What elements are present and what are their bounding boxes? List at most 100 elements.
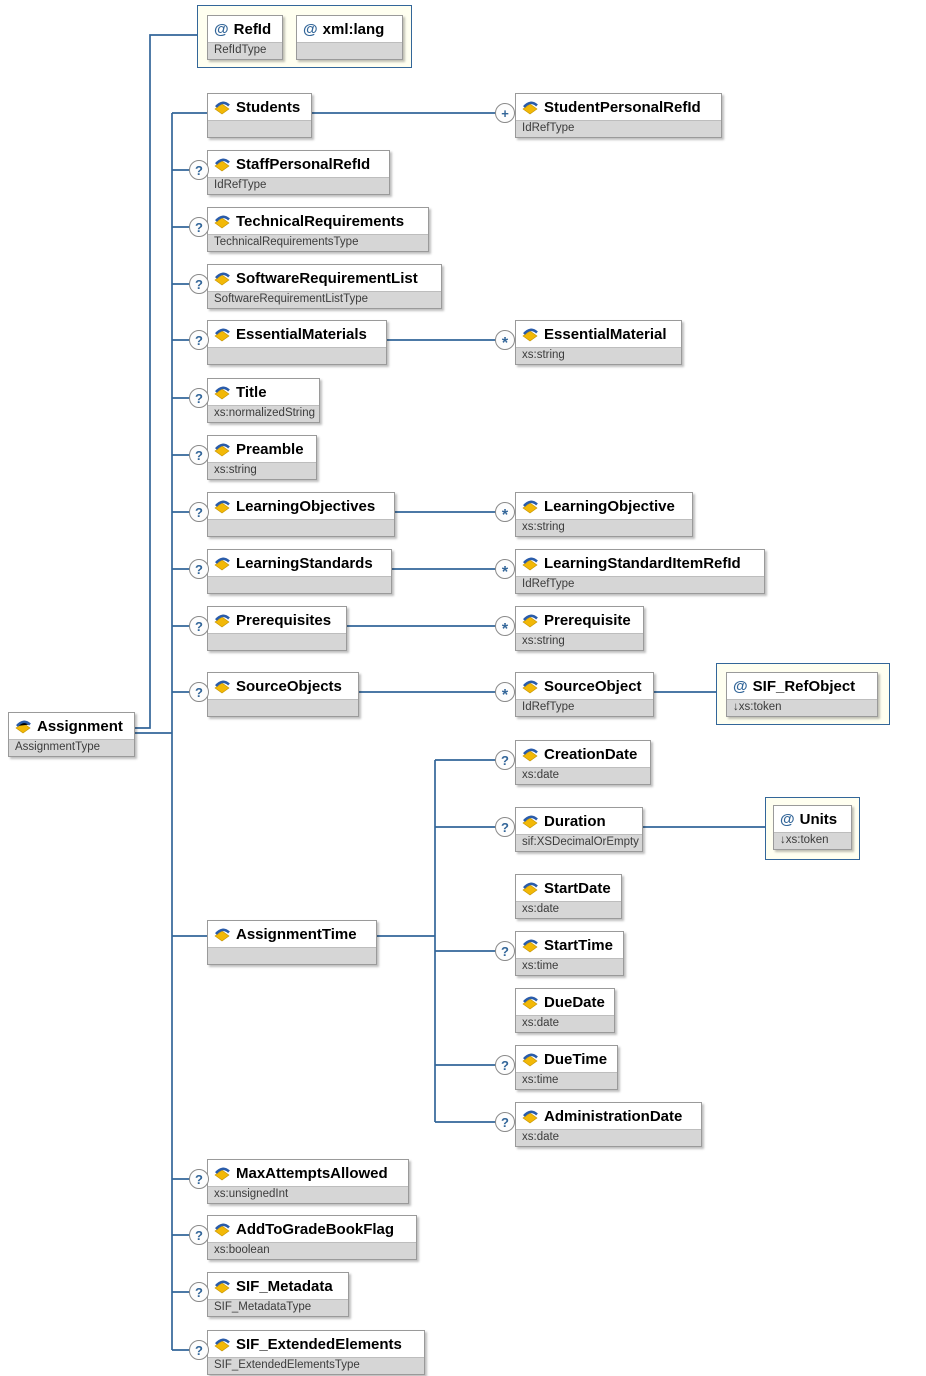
element-type: xs:date (516, 1015, 614, 1032)
element-learningobjective[interactable]: LearningObjective xs:string (515, 492, 693, 537)
element-assignment[interactable]: Assignment AssignmentType (8, 712, 135, 757)
element-learningstandarditemrefid[interactable]: LearningStandardItemRefId IdRefType (515, 549, 765, 594)
optional-badge: ? (189, 1225, 209, 1245)
optional-badge: ? (189, 330, 209, 350)
element-label: SourceObject (544, 678, 642, 695)
element-essentialmaterial[interactable]: EssentialMaterial xs:string (515, 320, 682, 365)
optional-badge: ? (189, 682, 209, 702)
element-students[interactable]: Students (207, 93, 312, 138)
element-icon (214, 1338, 231, 1352)
element-type (208, 519, 394, 536)
element-preamble[interactable]: Preamble xs:string (207, 435, 317, 480)
element-prerequisite[interactable]: Prerequisite xs:string (515, 606, 644, 651)
element-type: IdRefType (516, 699, 653, 716)
optional-badge: ? (189, 445, 209, 465)
element-type: SIF_MetadataType (208, 1299, 348, 1316)
element-type (208, 347, 386, 364)
element-duetime[interactable]: DueTime xs:time (515, 1045, 618, 1090)
element-label: StartDate (544, 880, 611, 897)
optional-badge: ? (189, 274, 209, 294)
element-icon (522, 1053, 539, 1067)
element-icon (214, 272, 231, 286)
attribute-icon: @ (303, 20, 318, 38)
attribute-xml-lang[interactable]: @xml:lang (296, 15, 403, 60)
element-title[interactable]: Title xs:normalizedString (207, 378, 320, 423)
element-type (208, 120, 311, 137)
element-icon (214, 158, 231, 172)
element-learningobjectives[interactable]: LearningObjectives (207, 492, 395, 537)
element-startdate[interactable]: StartDate xs:date (515, 874, 622, 919)
element-icon (522, 1110, 539, 1124)
attribute-sif-refobject[interactable]: @SIF_RefObject ↓xs:token (726, 672, 878, 717)
attribute-refid[interactable]: @RefId RefIdType (207, 15, 283, 60)
element-essentialmaterials[interactable]: EssentialMaterials (207, 320, 387, 365)
element-label: Prerequisites (236, 612, 332, 629)
element-softwarerequirementlist[interactable]: SoftwareRequirementList SoftwareRequirem… (207, 264, 442, 309)
attribute-label: xml:lang (322, 21, 385, 38)
attribute-type (297, 42, 402, 59)
element-studentpersonalrefid[interactable]: StudentPersonalRefId IdRefType (515, 93, 722, 138)
element-icon (214, 443, 231, 457)
element-administrationdate[interactable]: AdministrationDate xs:date (515, 1102, 702, 1147)
element-creationdate[interactable]: CreationDate xs:date (515, 740, 651, 785)
element-icon (522, 614, 539, 628)
element-icon (214, 1167, 231, 1181)
element-type: xs:time (516, 1072, 617, 1089)
element-sourceobject[interactable]: SourceObject IdRefType (515, 672, 654, 717)
element-icon (214, 614, 231, 628)
element-sourceobjects[interactable]: SourceObjects (207, 672, 359, 717)
element-icon (522, 748, 539, 762)
optional-badge: ? (189, 1169, 209, 1189)
element-type: xs:unsignedInt (208, 1186, 408, 1203)
element-icon (522, 557, 539, 571)
element-sif-metadata[interactable]: SIF_Metadata SIF_MetadataType (207, 1272, 349, 1317)
element-label: CreationDate (544, 746, 638, 763)
zero-or-more-badge: * (495, 682, 515, 704)
element-icon (522, 500, 539, 514)
element-label: DueTime (544, 1051, 608, 1068)
element-duedate[interactable]: DueDate xs:date (515, 988, 615, 1033)
element-type: xs:date (516, 1129, 701, 1146)
element-label: Prerequisite (544, 612, 631, 629)
element-label: LearningStandardItemRefId (544, 555, 741, 572)
element-type: sif:XSDecimalOrEmpty (516, 834, 642, 851)
element-icon (522, 882, 539, 896)
element-sif-extendedelements[interactable]: SIF_ExtendedElements SIF_ExtendedElement… (207, 1330, 425, 1375)
element-label: LearningObjectives (236, 498, 376, 515)
element-icon (214, 1280, 231, 1294)
element-maxattemptsallowed[interactable]: MaxAttemptsAllowed xs:unsignedInt (207, 1159, 409, 1204)
optional-badge: ? (495, 817, 515, 837)
element-type (208, 576, 391, 593)
zero-or-more-badge: * (495, 330, 515, 352)
element-label: Title (236, 384, 267, 401)
element-type: xs:time (516, 958, 623, 975)
element-technicalrequirements[interactable]: TechnicalRequirements TechnicalRequireme… (207, 207, 429, 252)
element-label: LearningObjective (544, 498, 675, 515)
element-staffpersonalrefid[interactable]: StaffPersonalRefId IdRefType (207, 150, 390, 195)
optional-badge: ? (495, 1055, 515, 1075)
element-icon (15, 720, 32, 734)
element-prerequisites[interactable]: Prerequisites (207, 606, 347, 651)
element-duration[interactable]: Duration sif:XSDecimalOrEmpty (515, 807, 643, 852)
optional-badge: ? (189, 559, 209, 579)
element-learningstandards[interactable]: LearningStandards (207, 549, 392, 594)
optional-badge: ? (189, 616, 209, 636)
one-or-more-badge: + (495, 103, 515, 123)
element-addtogradebookflag[interactable]: AddToGradeBookFlag xs:boolean (207, 1215, 417, 1260)
element-icon (214, 1223, 231, 1237)
element-icon (214, 680, 231, 694)
element-label: LearningStandards (236, 555, 373, 572)
optional-badge: ? (495, 1112, 515, 1132)
element-label: Preamble (236, 441, 304, 458)
element-label: DueDate (544, 994, 605, 1011)
element-icon (522, 328, 539, 342)
element-assignmenttime[interactable]: AssignmentTime (207, 920, 377, 965)
optional-badge: ? (495, 750, 515, 770)
element-type: xs:normalizedString (208, 405, 319, 422)
attribute-units[interactable]: @Units ↓xs:token (773, 805, 852, 850)
element-label: StaffPersonalRefId (236, 156, 371, 173)
attribute-icon: @ (214, 20, 229, 38)
optional-badge: ? (189, 502, 209, 522)
element-starttime[interactable]: StartTime xs:time (515, 931, 624, 976)
element-icon (214, 215, 231, 229)
